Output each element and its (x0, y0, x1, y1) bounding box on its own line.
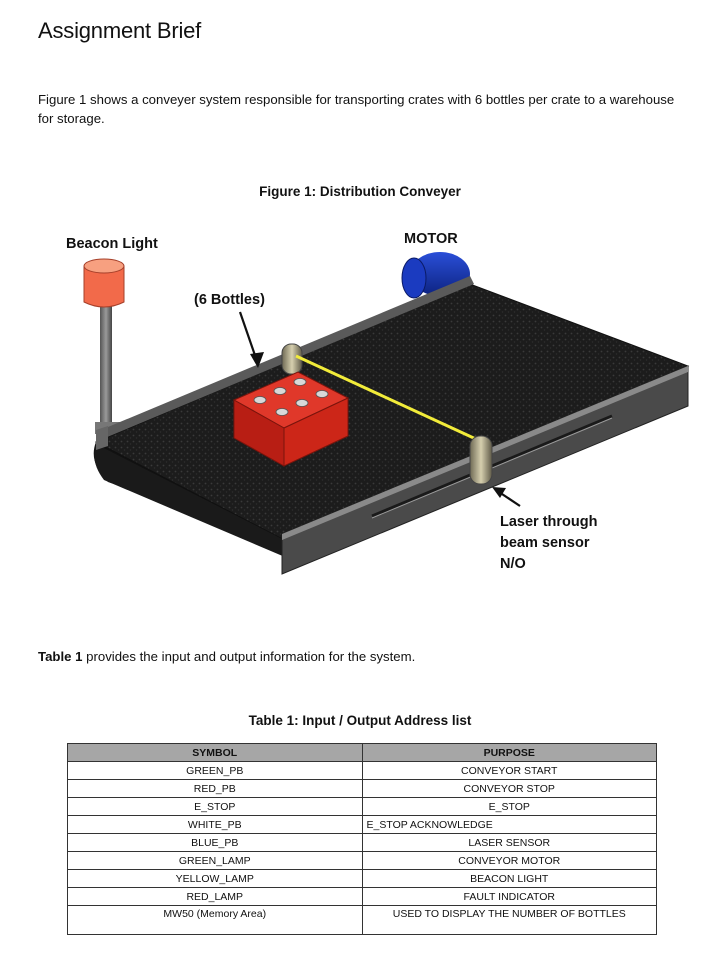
cell-symbol: MW50 (Memory Area) (67, 905, 363, 935)
crate-bottles (253, 378, 329, 416)
cell-purpose: FAULT INDICATOR (361, 887, 657, 906)
table-intro-text: provides the input and output informatio… (82, 649, 416, 664)
page-title: Assignment Brief (38, 18, 202, 43)
label-bottles: (6 Bottles) (194, 292, 265, 308)
beacon-lamp (83, 265, 125, 308)
belt-underside (94, 444, 292, 560)
cell-purpose: E_STOP (361, 797, 657, 816)
label-sensor-line2: beam sensor (500, 535, 590, 551)
figure-caption: Figure 1: Distribution Conveyer (259, 184, 461, 199)
table-row: MW50 (Memory Area) USED TO DISPLAY THE N… (67, 905, 657, 935)
cell-purpose: CONVEYOR MOTOR (361, 851, 657, 870)
cell-symbol: YELLOW_LAMP (67, 869, 363, 888)
label-beacon-light: Beacon Light (66, 236, 158, 252)
cell-purpose: USED TO DISPLAY THE NUMBER OF BOTTLES (361, 905, 657, 935)
cell-symbol: RED_PB (67, 779, 363, 798)
table-row: GREEN_LAMP CONVEYOR MOTOR (67, 851, 657, 870)
table-row: GREEN_PB CONVEYOR START (67, 761, 657, 780)
table-caption: Table 1: Input / Output Address list (248, 713, 472, 728)
cell-symbol: E_STOP (67, 797, 363, 816)
conveyor-illustration (83, 252, 690, 575)
table-row: E_STOP E_STOP (67, 797, 657, 816)
cell-symbol: BLUE_PB (67, 833, 363, 852)
label-sensor-line3: N/O (500, 556, 526, 572)
label-motor: MOTOR (404, 231, 458, 247)
cell-purpose: LASER SENSOR (361, 833, 657, 852)
cell-purpose: BEACON LIGHT (361, 869, 657, 888)
table-row: RED_LAMP FAULT INDICATOR (67, 887, 657, 906)
cell-symbol: GREEN_PB (67, 761, 363, 780)
table-row: BLUE_PB LASER SENSOR (67, 833, 657, 852)
table-row: YELLOW_LAMP BEACON LIGHT (67, 869, 657, 888)
laser-beam (295, 354, 479, 442)
cell-purpose: CONVEYOR STOP (361, 779, 657, 798)
beacon-pole (100, 302, 112, 426)
table-ref: Table 1 (38, 649, 83, 664)
table-header-row: SYMBOL PURPOSE (67, 743, 657, 762)
label-sensor-line1: Laser through (500, 514, 598, 530)
cell-symbol: RED_LAMP (67, 887, 363, 906)
table-row: RED_PB CONVEYOR STOP (67, 779, 657, 798)
intro-paragraph: Figure 1 shows a conveyer system respons… (38, 92, 675, 126)
header-purpose: PURPOSE (361, 743, 657, 762)
frame-left-end (96, 426, 108, 450)
cell-purpose: CONVEYOR START (361, 761, 657, 780)
table-intro: Table 1 provides the input and output in… (38, 649, 415, 664)
cell-symbol: GREEN_LAMP (67, 851, 363, 870)
cell-purpose: E_STOP ACKNOWLEDGE (361, 815, 657, 834)
motor-end (401, 257, 427, 299)
cell-symbol: WHITE_PB (67, 815, 363, 834)
belt-roller-left (93, 442, 292, 544)
laser-post-front (469, 435, 493, 485)
beacon-lamp-top (83, 258, 125, 274)
io-address-table: SYMBOL PURPOSE GREEN_PB CONVEYOR START R… (67, 743, 657, 935)
label-sensor: Laser through beam sensor N/O (500, 512, 597, 575)
header-symbol: SYMBOL (67, 743, 363, 762)
crate-right (283, 397, 349, 467)
table-row: WHITE_PB E_STOP ACKNOWLEDGE (67, 815, 657, 834)
